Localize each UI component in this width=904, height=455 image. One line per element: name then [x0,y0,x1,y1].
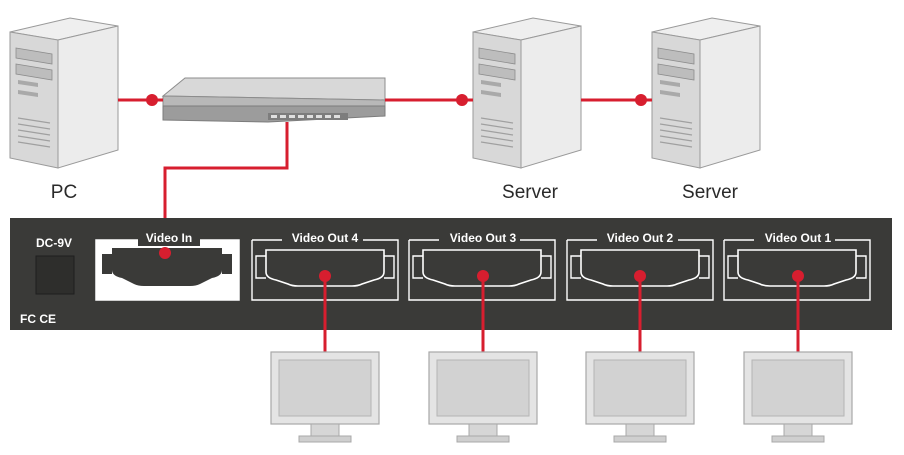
monitor-icon [585,351,695,443]
port-label-video-out-3: Video Out 3 [450,231,517,245]
port-video-out-4 [251,239,399,301]
certification-marks: FC CE [20,312,56,326]
power-label: DC-9V [36,236,72,250]
power-jack [35,255,75,295]
port-label-video-in: Video In [146,231,192,245]
pc-label: PC [51,182,77,203]
server-1-tower-icon [472,17,582,169]
monitor-cables [323,276,800,352]
port-label-video-out-1: Video Out 1 [765,231,832,245]
port-video-out-2 [566,239,714,301]
port-label-video-out-4: Video Out 4 [292,231,359,245]
monitor-icon [743,351,853,443]
monitor-icon [270,351,380,443]
cable-connectors-top [146,94,647,106]
port-video-out-3 [408,239,556,301]
monitor-icon [428,351,538,443]
server-2-tower-icon [651,17,761,169]
port-video-out-1 [723,239,871,301]
kvm-switch-icon [161,77,386,123]
port-label-video-out-2: Video Out 2 [607,231,674,245]
server-2-label: Server [682,182,739,203]
server-1-label: Server [502,182,559,203]
cable-connectors-panel [159,247,804,282]
pc-tower-icon [9,17,119,169]
